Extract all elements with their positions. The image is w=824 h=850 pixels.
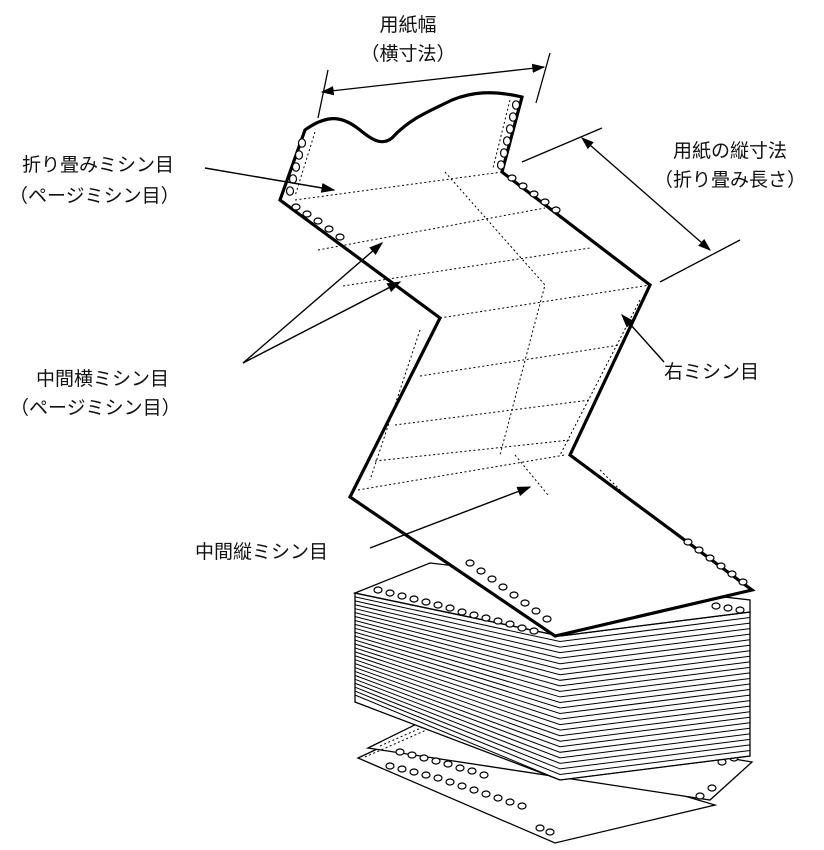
stack-sheet-edge [354,608,751,659]
fold-perforation-sub-label: （ページミシン目） [9,185,180,207]
right-perforation-label: 右ミシン目 [664,361,759,383]
mid-horizontal-perforation-sub-label: （ページミシン目） [10,397,181,419]
stack-sheet-edge [354,655,751,726]
mid-vert-perf-pointer [369,486,532,549]
vertical-perforations [294,99,641,501]
paper-length-sub-label: （折り畳み長さ） [654,169,806,191]
stack-sheet-edge [354,631,751,692]
stack-sheet-edge [354,623,751,681]
paper-width-label: 用紙幅 [379,14,436,36]
stack-sheet-edge [354,682,751,764]
fold-perforations [294,171,651,491]
fold-perforation-label: 折り畳みミシン目 [22,154,174,176]
stack-sheet-edge [354,647,751,715]
bottom-sheet-holes [385,748,739,836]
paper-width-sub-label: （横寸法） [360,43,455,65]
stack-sheet-edge [354,674,751,753]
paper-length-dimension [521,127,741,283]
mid-horizontal-perforation-label: 中間横ミシン目 [36,368,169,390]
stack-sheet-edge [354,659,751,731]
stack-sheet-edge [354,639,751,703]
pointer-arrows [204,167,665,549]
stack-sheet-edge [354,616,751,670]
stack-sheet-edge [354,604,751,654]
stack-sheet-edge [354,596,751,643]
labels: 用紙幅 （横寸法） 用紙の縦寸法 （折り畳み長さ） 折り畳みミシン目 （ページミ… [9,14,806,563]
stack-sheet-edge [354,678,751,759]
fanfold-sheet [278,91,756,638]
mid-horiz-perf-pointer-2 [242,281,402,364]
stack-sheet-edge [354,612,751,665]
stack-sheet-edge [354,670,751,748]
stack-sheet-edge [354,663,751,737]
fold-perf-pointer [204,167,336,193]
stack-sheet-edges [354,592,751,781]
stack-sheet-edge [354,619,751,676]
stack-sheet-edge [354,651,751,720]
stack-sheet-edge [354,627,751,687]
stack-sheet-edge [354,643,751,709]
mid-vertical-perforation-label: 中間縦ミシン目 [195,541,328,563]
stack-sheet-edge [354,686,751,770]
stack-sheet-edge [354,600,751,648]
right-perf-pointer [621,313,665,363]
paper-length-label: 用紙の縦寸法 [673,140,787,162]
stack-sheet-edge [354,635,751,698]
edge-holes [285,100,748,623]
paper-width-dimension [317,52,551,119]
stack-sheet-edge [354,690,751,775]
stack-sheet-edge [354,694,751,781]
mid-horiz-perf-pointer-1 [242,242,384,364]
stack-top-holes [373,586,745,635]
stack-sheet-edge [354,667,751,742]
